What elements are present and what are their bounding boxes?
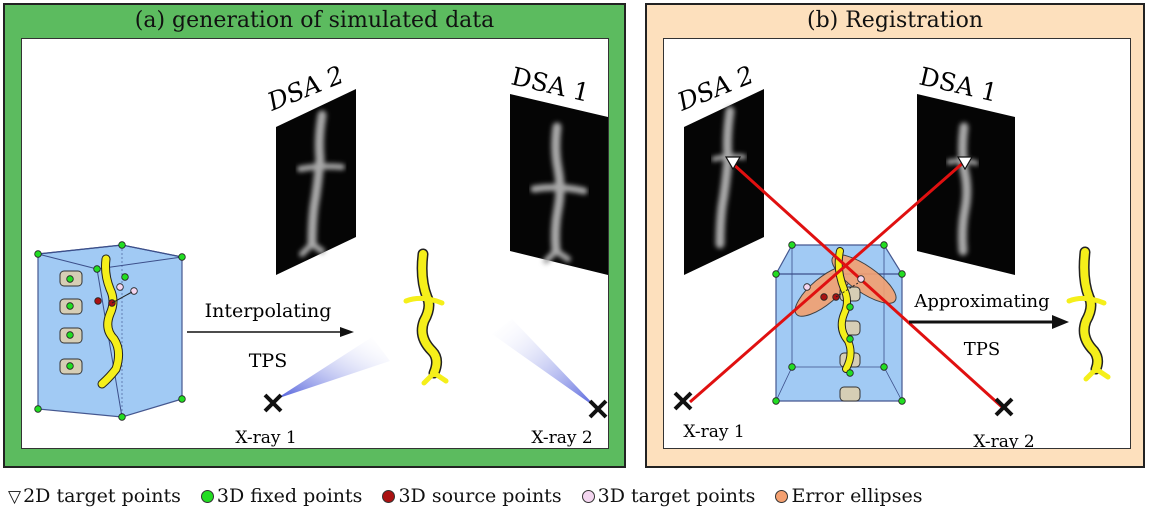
source-points-b <box>820 293 840 301</box>
tps-label-a: TPS <box>249 350 287 372</box>
panel-simulated-data: (a) generation of simulated data <box>3 3 626 468</box>
pink-dot-icon <box>581 490 595 503</box>
xray1-beam <box>276 337 390 399</box>
registered-vessel <box>1080 248 1102 373</box>
xray2-beam <box>492 319 598 409</box>
panel-a-scene: DSA 2 DSA 1 <box>34 60 608 448</box>
fixed-points-b <box>772 241 906 405</box>
target-points <box>116 283 138 295</box>
orange-ellipse-icon <box>775 490 789 503</box>
interpolating-label: Interpolating <box>205 300 332 322</box>
xray1-label-a: X-ray 1 <box>235 428 296 448</box>
xray2-label-a: X-ray 2 <box>531 428 592 448</box>
panel-a-canvas: DSA 2 DSA 1 <box>21 38 609 449</box>
approximating-label: Approximating <box>913 291 1049 312</box>
xray2-source-b <box>994 397 1014 417</box>
legend-source-3d: 3D source points <box>382 481 562 511</box>
tps-label-b: TPS <box>964 339 1000 360</box>
panel-b-canvas: DSA 2 DSA 1 <box>663 38 1131 449</box>
xray1-label-b: X-ray 1 <box>683 422 744 442</box>
panel-a-title: (a) generation of simulated data <box>134 8 495 33</box>
displacement-arrow <box>111 291 133 304</box>
panel-b-title: (b) Registration <box>807 8 983 33</box>
panel-registration: (b) Registration DSA 2 <box>645 3 1145 468</box>
green-dot-icon <box>200 490 214 503</box>
xray2-source <box>588 399 608 419</box>
legend-target-2d: ▽2D target points <box>8 485 181 507</box>
panel-b-scene: DSA 2 DSA 1 <box>672 60 1111 448</box>
target-points-b <box>803 275 865 291</box>
vessel-3d <box>98 255 123 388</box>
legend: ▽2D target points 3D fixed points 3D sou… <box>8 481 1148 511</box>
legend-target-3d: 3D target points <box>581 481 755 511</box>
dsa1-image <box>510 94 608 275</box>
deformed-vessel <box>418 250 441 377</box>
xray1-source-b <box>673 391 693 411</box>
legend-fixed-3d: 3D fixed points <box>200 481 362 511</box>
legend-error-ellipses: Error ellipses <box>775 481 922 511</box>
projection-rays <box>689 160 1004 409</box>
dsa2-image <box>276 89 356 275</box>
target-points-2d <box>724 156 974 171</box>
fixed-points <box>34 241 186 421</box>
xray2-label-b: X-ray 2 <box>973 432 1034 448</box>
triangle-icon: ▽ <box>8 487 22 507</box>
xray1-source <box>263 393 283 413</box>
red-dot-icon <box>382 490 396 503</box>
dsa1-image-b <box>917 94 1015 275</box>
vessel-3d-b <box>835 248 854 372</box>
